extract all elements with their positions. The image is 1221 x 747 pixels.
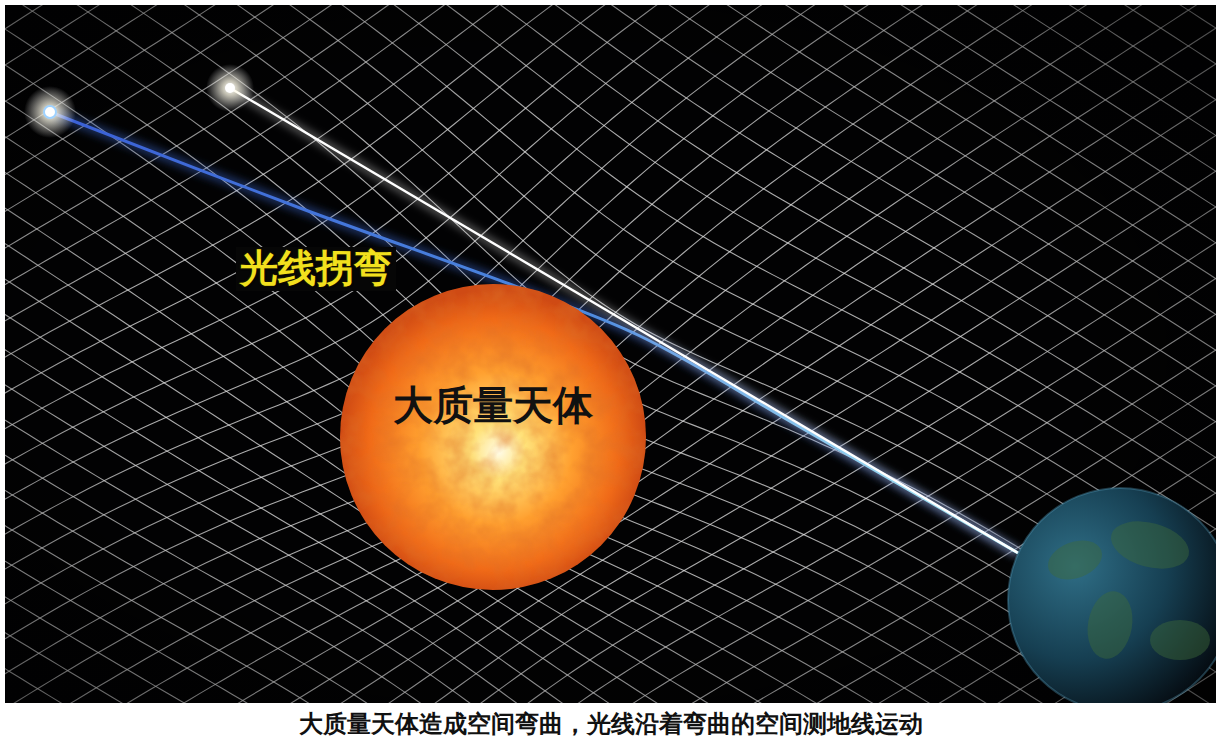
stars	[24, 64, 254, 138]
grid-line	[5, 5, 1216, 703]
star-glow	[206, 64, 254, 112]
grid-line	[5, 5, 1216, 703]
grid-line	[5, 5, 1216, 703]
earth-land	[1043, 513, 1210, 662]
light-bending-label: 光线拐弯	[236, 247, 396, 291]
spacetime-grid	[5, 5, 1216, 703]
earth-sphere	[1008, 488, 1216, 703]
grid-line	[5, 5, 1216, 703]
sun-body	[340, 284, 646, 590]
figure-caption: 大质量天体造成空间弯曲，光线沿着弯曲的空间测地线运动	[0, 710, 1221, 739]
star-glow	[24, 86, 76, 138]
grid-line	[5, 5, 1216, 703]
star	[225, 83, 235, 93]
grid-line	[5, 5, 1216, 703]
sun-sphere	[338, 282, 648, 592]
grid-line	[5, 5, 1216, 703]
grid-line	[5, 5, 1216, 703]
grid-line	[5, 5, 1216, 703]
sun-texture	[340, 284, 646, 590]
grid-line	[5, 5, 1216, 703]
grid-line	[5, 5, 1216, 703]
grid-line	[5, 5, 1216, 703]
grid-line	[5, 5, 1216, 703]
earth	[1008, 488, 1216, 703]
grid-line	[5, 5, 1216, 703]
grid-line	[5, 5, 1216, 703]
grid-line	[5, 5, 1216, 703]
grid-line	[5, 5, 1216, 703]
grid-line	[5, 5, 1216, 703]
grid-line	[5, 5, 1216, 703]
grid-line	[5, 5, 1216, 703]
space-scene	[5, 5, 1216, 703]
star	[44, 106, 56, 118]
grid-line	[5, 5, 1216, 703]
grid-line	[5, 5, 1216, 703]
grid-line	[5, 5, 1216, 703]
grid-line	[5, 5, 1216, 703]
body-label: 大质量天体	[393, 382, 593, 428]
grid-line	[5, 5, 1216, 703]
grid-line	[5, 5, 1216, 703]
earth-rim	[1008, 488, 1216, 703]
grid-line	[5, 5, 1216, 703]
grid-line	[5, 5, 1216, 703]
grid-line	[5, 5, 1216, 703]
grid-line	[5, 5, 1216, 703]
grid-line	[5, 5, 1216, 703]
grid-line	[5, 5, 1216, 703]
grid-line	[5, 5, 1216, 703]
grid-line	[5, 5, 1216, 703]
grid-line	[5, 5, 1216, 703]
grid-line	[5, 5, 1216, 703]
grid-line	[5, 5, 1216, 703]
grid-line	[5, 5, 1216, 703]
grid-line	[5, 5, 1216, 703]
massive-body: 大质量天体	[338, 282, 648, 592]
grid-line	[5, 5, 1216, 703]
